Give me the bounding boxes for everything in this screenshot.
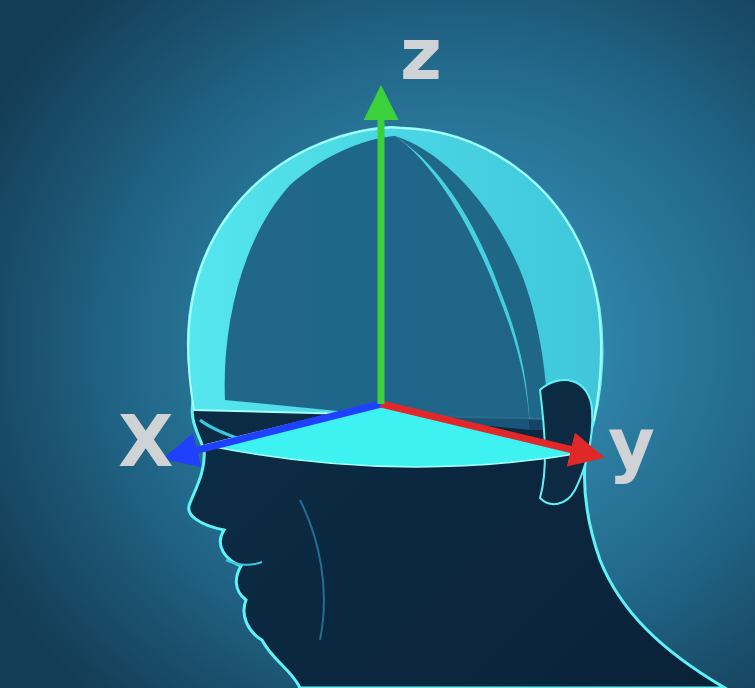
cheek-line: [300, 500, 324, 640]
lip: [226, 560, 262, 565]
axis-label: z: [400, 18, 442, 90]
z-axis-arrow: [378, 92, 385, 404]
dome-cutaway: [225, 136, 530, 430]
dome-cutaway: [395, 136, 548, 430]
axis-label: y: [608, 408, 655, 480]
axis-label: X: [118, 405, 174, 477]
x-axis-arrow: [170, 404, 381, 457]
head-silhouette: [188, 128, 725, 688]
y-axis-arrow: [381, 404, 598, 456]
